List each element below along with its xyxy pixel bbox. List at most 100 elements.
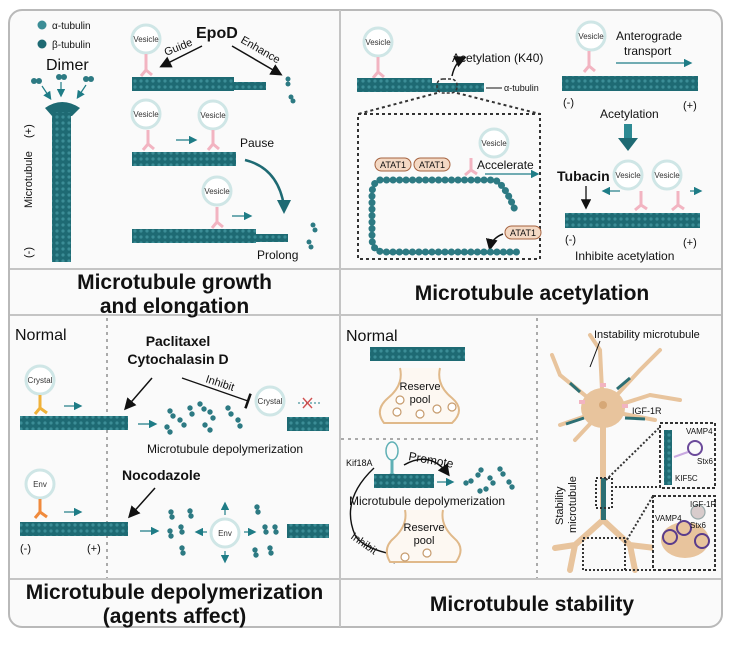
microtubule (132, 229, 256, 243)
stability-title-text: Microtubule stability (429, 593, 635, 616)
accelerate-label: Accelerate (477, 158, 534, 172)
stx6-label: Stx6 (697, 457, 714, 466)
guide-arrow (159, 45, 203, 68)
acetylation-title-text: Microtubule acetylation (414, 282, 650, 305)
pause-label: Pause (240, 136, 274, 150)
neuron-nucleus (599, 401, 607, 409)
vesicle-label: Vesicle (204, 187, 230, 196)
reserve-pool-label-line2: pool (414, 535, 435, 547)
panel-divider-top-title (10, 314, 721, 316)
microtubule (370, 347, 465, 361)
anterograde-label-line1: Anterograde (616, 29, 682, 43)
depoly-label: Microtubule depolymerization (147, 442, 303, 456)
guide-label: Guide (163, 37, 195, 59)
growth-title: Microtubule growth and elongation (10, 271, 339, 319)
vesicle-label: Vesicle (133, 110, 159, 119)
inhibit-line (181, 377, 252, 409)
microtubule (132, 152, 236, 166)
enhance-arrow (231, 45, 283, 76)
vesicle-label: Vesicle (578, 32, 604, 41)
promote-label: Promote (407, 449, 454, 471)
vesicle (575, 20, 607, 52)
zoom-box (357, 113, 541, 260)
microtubule-extension (234, 82, 266, 90)
motor-link (673, 451, 689, 458)
vesicle (478, 127, 510, 159)
minus-end-label: (-) (565, 234, 576, 246)
motor-protein (139, 54, 153, 77)
vesicle-label: Vesicle (654, 171, 680, 180)
microtubule (20, 522, 128, 536)
free-dimers (167, 504, 279, 558)
minus-end-label: (-) (563, 97, 574, 109)
inhibite-acetylation-label: Inhibite acetylation (575, 249, 674, 263)
vesicle-label: Vesicle (365, 38, 391, 47)
zoom-region (582, 537, 626, 571)
depolymerization-panel: Normal Paclitaxel Cytochalasin D Inhibit… (15, 318, 329, 578)
env-vesicle (24, 468, 56, 500)
plus-end-label: (+) (683, 100, 697, 112)
kif18a-label: Kif18A (346, 458, 373, 468)
microtubule (287, 524, 329, 538)
vesicle (201, 175, 233, 207)
plus-end-label: (+) (87, 543, 101, 555)
env-label: Env (33, 480, 47, 489)
motor-protein (206, 130, 220, 151)
stability-label-line1: Stability (554, 486, 566, 525)
motor-protein (634, 191, 648, 212)
vesicle (130, 23, 162, 55)
tubacin-label: Tubacin (557, 168, 610, 184)
atat1-badge (413, 157, 451, 172)
vesicle-label: Vesicle (615, 171, 641, 180)
crystal-label: Crystal (258, 397, 283, 406)
neuron (550, 333, 682, 573)
zoom-lines (357, 92, 541, 115)
vesicle (612, 159, 644, 191)
microtubule-thin (432, 83, 484, 92)
env-vesicle (209, 517, 241, 549)
motor-protein (582, 51, 596, 73)
motor-protein (371, 57, 385, 79)
igf1r-label: IGF-1R (632, 406, 662, 416)
zoom-lines (624, 495, 654, 571)
inhibit-curve (349, 467, 399, 564)
nocodazole-arrow (128, 487, 156, 519)
vesicle-label: Vesicle (133, 35, 159, 44)
microtubule-label: Microtubule (23, 151, 35, 208)
atat1-label: ATAT1 (510, 228, 536, 238)
plus-end-label: (+) (23, 124, 35, 138)
atat1-label: ATAT1 (380, 160, 406, 170)
reserve-pool-label-line1: Reserve (400, 381, 441, 393)
vamp4-vesicle (687, 440, 703, 456)
vesicle-label: Vesicle (481, 139, 507, 148)
vesicle (362, 26, 394, 58)
crystal-vesicle (254, 385, 286, 417)
stability-title: Microtubule stability (341, 593, 723, 617)
vertical-microtubule (52, 112, 71, 262)
depolymerization-title-line1: Microtubule depolymerization (25, 581, 324, 604)
motor-protein (210, 207, 224, 229)
acetylation-title: Microtubule acetylation (341, 282, 723, 306)
prolong-label: Prolong (257, 248, 298, 262)
dimer-arrow (76, 84, 87, 99)
stability-microtubule (601, 478, 606, 520)
crystal-motor (33, 395, 48, 415)
depolymerization-title: Microtubule depolymerization (agents aff… (10, 581, 339, 629)
motor-protein (464, 158, 478, 177)
microtubule (287, 417, 329, 431)
vamp4-vesicles (662, 520, 710, 549)
microtubule (374, 474, 434, 488)
dimer-group (31, 74, 94, 84)
promote-arrow (403, 458, 450, 477)
zoom-region (595, 477, 613, 509)
microtubule (357, 78, 432, 92)
igf1r-label: IGF-1R (690, 500, 716, 509)
growth-panel: α-tubulin β-tubulin Dimer Microtubule (+… (23, 20, 318, 262)
synaptic-vesicles (400, 548, 432, 562)
dimer-arrow (41, 85, 52, 100)
instability-microtubules (565, 376, 646, 426)
acetylation-site-highlight (436, 78, 458, 94)
reserve-pool-label-line1: Reserve (404, 522, 445, 534)
atat1-arrow (485, 233, 504, 251)
